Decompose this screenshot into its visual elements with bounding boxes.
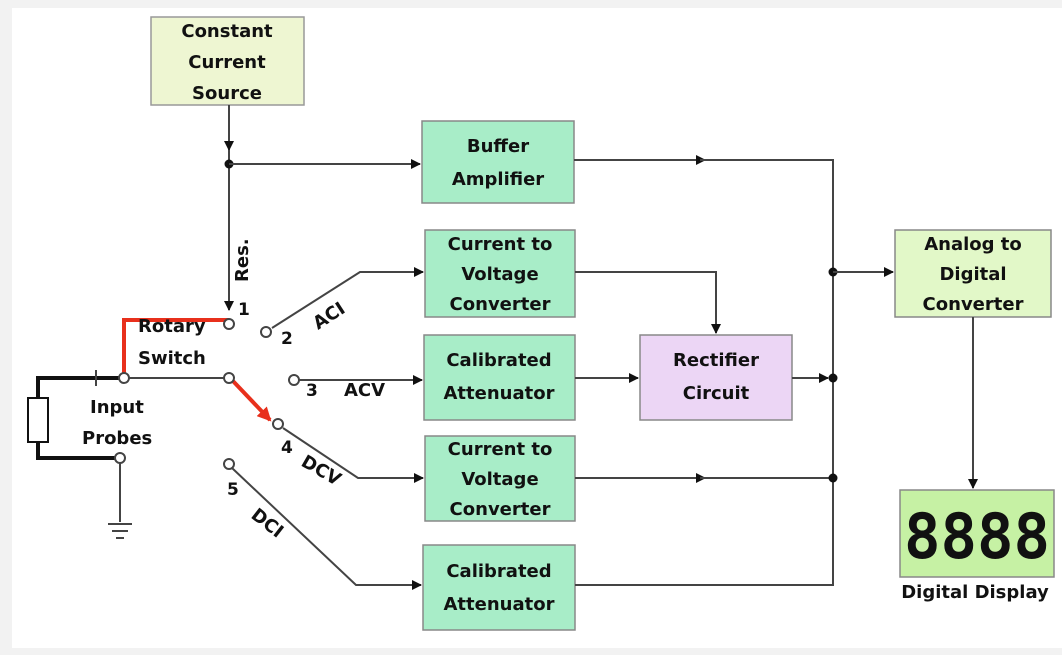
digital-display-block: 8888 xyxy=(899,489,1055,578)
wire xyxy=(271,267,424,329)
wire xyxy=(231,467,422,590)
calibrated-attenuator-block-1: Calibrated Attenuator xyxy=(423,334,576,421)
ground-icon xyxy=(108,523,132,539)
wire xyxy=(282,427,424,483)
block-label-line: Attenuator xyxy=(444,383,555,404)
block-label-line: Voltage xyxy=(461,469,538,490)
junction-dot xyxy=(828,473,838,483)
rectifier-circuit-block: Rectifier Circuit xyxy=(639,334,793,421)
junction-dot xyxy=(828,373,838,383)
display-caption: Digital Display xyxy=(901,582,1049,603)
switch-position-number: 4 xyxy=(281,438,293,458)
switch-terminal-4 xyxy=(272,418,284,430)
red-arrow xyxy=(230,378,272,422)
probes-label: Probes xyxy=(82,428,152,449)
constant-current-source-block: Constant Current Source xyxy=(150,16,305,106)
block-label-line: Converter xyxy=(923,294,1024,315)
switch-position-number: 5 xyxy=(227,480,239,500)
block-label-line: Voltage xyxy=(461,264,538,285)
wire xyxy=(575,271,721,334)
block-label-line: Rectifier xyxy=(673,350,759,371)
probe-wire xyxy=(36,440,120,460)
input-label: Input xyxy=(90,397,144,418)
switch-position-number: 2 xyxy=(281,329,293,349)
calibrated-attenuator-block-2: Calibrated Attenuator xyxy=(422,544,576,631)
block-label-line: Calibrated xyxy=(446,561,551,582)
block-label-line: Source xyxy=(192,83,262,104)
buffer-amplifier-block: Buffer Amplifier xyxy=(421,120,575,204)
block-label-line: Converter xyxy=(450,499,551,520)
probe-wire xyxy=(36,376,120,400)
block-label-line: Converter xyxy=(450,294,551,315)
switch-position-number: 1 xyxy=(238,300,250,320)
rotary-label: Rotary xyxy=(138,316,206,337)
block-label-line: Current to xyxy=(448,234,553,255)
switch-label: Switch xyxy=(138,348,206,369)
res-label: Res. xyxy=(232,238,253,282)
wire xyxy=(575,159,834,586)
switch-terminal-2 xyxy=(260,326,272,338)
current-to-voltage-converter-block-1: Current to Voltage Converter xyxy=(424,229,576,318)
block-label-line: Calibrated xyxy=(446,350,551,371)
switch-terminal-5 xyxy=(223,458,235,470)
block-label-line: Current to xyxy=(448,439,553,460)
switch-common-terminal xyxy=(118,372,130,384)
block-label-line: Digital xyxy=(939,264,1006,285)
red-selected-path xyxy=(122,318,229,378)
block-label-line: Attenuator xyxy=(444,594,555,615)
current-to-voltage-converter-block-2: Current to Voltage Converter xyxy=(424,435,576,522)
switch-position-number: 3 xyxy=(306,381,318,401)
block-label-line: Amplifier xyxy=(452,169,544,190)
acv-label: ACV xyxy=(344,380,385,401)
resistor-icon xyxy=(27,397,49,443)
panel xyxy=(12,8,1062,648)
analog-to-digital-converter-block: Analog to Digital Converter xyxy=(894,229,1052,318)
probe-terminal xyxy=(114,452,126,464)
block-label-line: Constant xyxy=(181,21,273,42)
block-label-line: Current xyxy=(188,52,266,73)
block-label-line: Buffer xyxy=(467,136,529,157)
switch-terminal-1 xyxy=(223,318,235,330)
block-label-line: Analog to xyxy=(924,234,1022,255)
display-digits: 8888 xyxy=(904,500,1050,573)
switch-terminal-3 xyxy=(288,374,300,386)
switch-arm-terminal xyxy=(223,372,235,384)
block-label-line: Circuit xyxy=(683,383,750,404)
